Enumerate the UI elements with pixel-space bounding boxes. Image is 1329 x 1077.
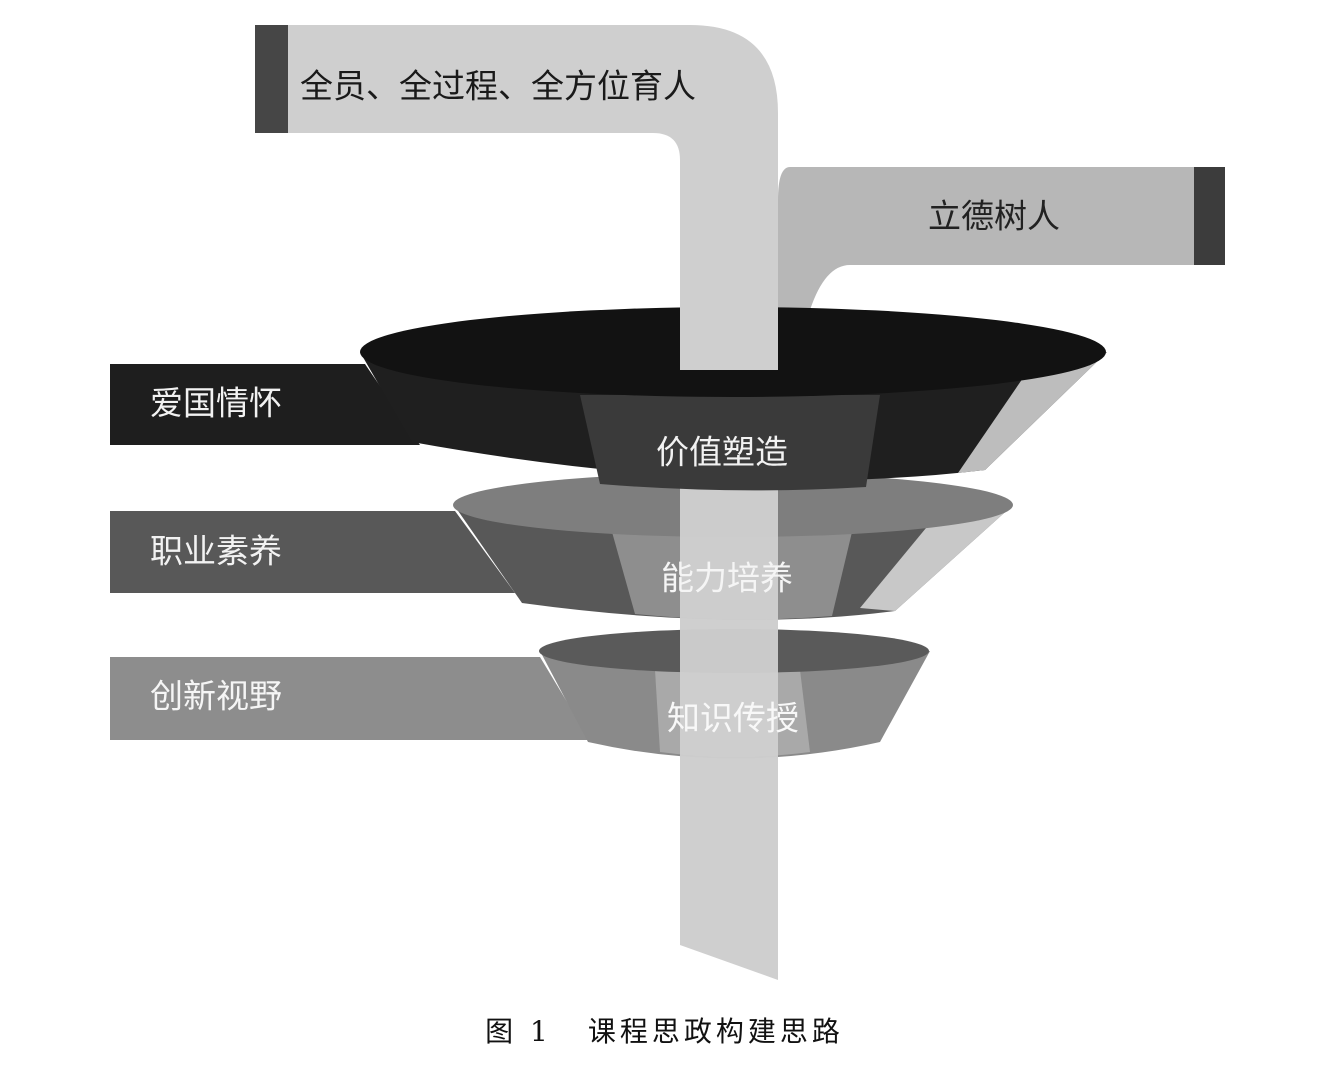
figure-caption: 图 1 课程思政构建思路 bbox=[0, 1010, 1329, 1054]
left-label-innovation: 创新视野 bbox=[150, 677, 282, 716]
funnel-diagram: 全员、全过程、全方位育人 立德树人 爱国情怀 职业素养 创新视野 价值塑造 能力… bbox=[110, 25, 1225, 980]
left-band-2 bbox=[110, 511, 515, 593]
left-label-patriotism: 爱国情怀 bbox=[150, 384, 282, 423]
funnel-label-knowledge: 知识传授 bbox=[667, 699, 799, 738]
figure-title: 课程思政构建思路 bbox=[587, 1015, 844, 1048]
left-band-1 bbox=[110, 364, 420, 445]
left-label-professionalism: 职业素养 bbox=[150, 532, 282, 571]
figure-number: 图 1 bbox=[485, 1015, 552, 1048]
left-band-3 bbox=[110, 657, 590, 740]
right-banner bbox=[778, 167, 1225, 310]
funnel-label-value: 价值塑造 bbox=[656, 433, 788, 472]
right-banner-label: 立德树人 bbox=[928, 197, 1060, 236]
trunk-upper-overlay bbox=[680, 300, 778, 370]
funnel-label-ability: 能力培养 bbox=[661, 559, 793, 598]
top-banner-label: 全员、全过程、全方位育人 bbox=[300, 67, 696, 106]
funnel-tier-value bbox=[360, 307, 1107, 491]
